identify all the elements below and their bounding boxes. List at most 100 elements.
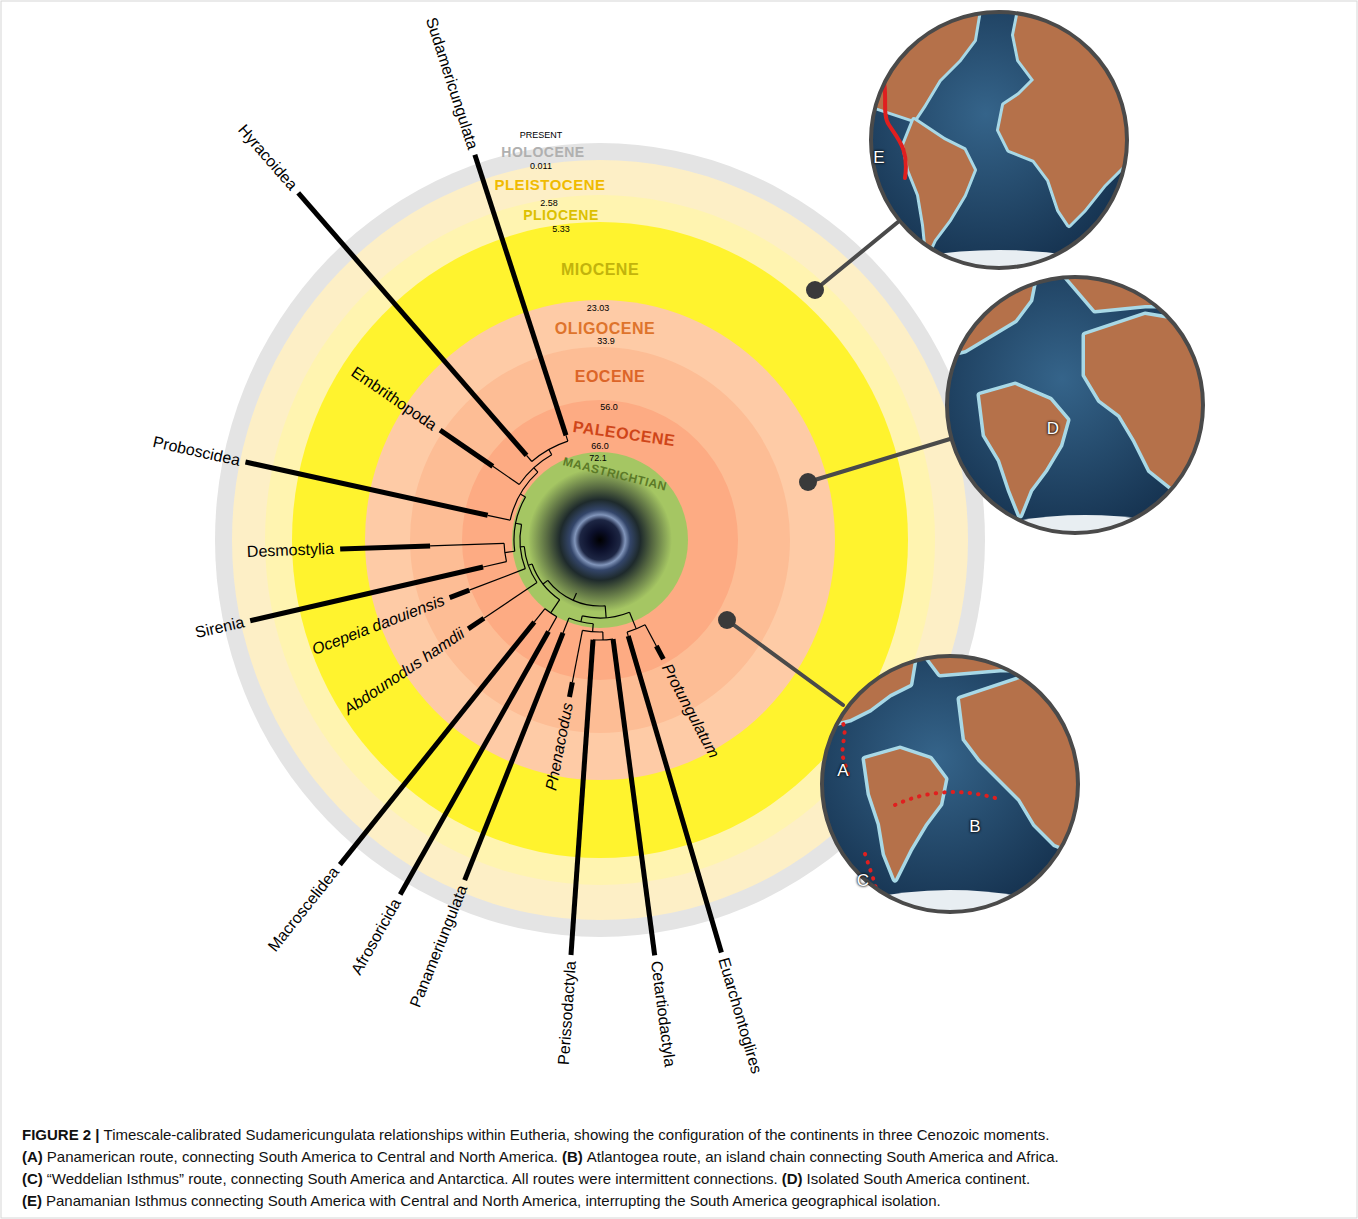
age-number: 72.1 bbox=[589, 454, 607, 463]
tree-branch bbox=[483, 562, 506, 567]
tree-branch bbox=[627, 632, 628, 636]
taxon-range-bar bbox=[340, 546, 430, 549]
caption-text: Panamerican route, connecting South Amer… bbox=[47, 1148, 558, 1165]
leader-dots bbox=[718, 281, 824, 629]
caption-key: FIGURE 2 | bbox=[22, 1126, 100, 1143]
age-number: 56.0 bbox=[600, 403, 618, 412]
tree-branch bbox=[528, 564, 532, 565]
caption-line: (E)Panamanian Isthmus connecting South A… bbox=[22, 1192, 941, 1210]
tree-branch bbox=[469, 569, 525, 591]
figure-caption: Timescale-calibrated Sudamericungulata r… bbox=[104, 1126, 1050, 1143]
taxon-label: Perissodactyla bbox=[555, 960, 578, 1065]
tree-branch bbox=[572, 630, 582, 682]
taxon-label: Protungulatum bbox=[659, 661, 722, 760]
age-number: 5.33 bbox=[552, 225, 570, 234]
tree-node-arc bbox=[545, 609, 557, 617]
age-number: 66.0 bbox=[591, 442, 609, 451]
tree-node-arc bbox=[504, 543, 506, 561]
caption-line: FIGURE 2 |Timescale-calibrated Sudameric… bbox=[22, 1126, 1049, 1144]
tree-branch bbox=[493, 466, 519, 484]
caption-key: (C) bbox=[22, 1170, 43, 1187]
caption-line: (A)Panamerican route, connecting South A… bbox=[22, 1148, 1059, 1166]
caption-key: (A) bbox=[22, 1148, 43, 1165]
caption-key: (B) bbox=[562, 1148, 583, 1165]
tree-branch bbox=[516, 523, 522, 524]
taxon-range-bar bbox=[298, 193, 526, 456]
taxon-label: Desmostylia bbox=[247, 541, 335, 560]
taxon-label: Proboscidea bbox=[151, 434, 241, 469]
epoch-label: PLEISTOCENE bbox=[494, 177, 605, 192]
epoch-label: PALEOCENE bbox=[572, 419, 676, 449]
tree-node-arc bbox=[520, 524, 525, 568]
tree-branch bbox=[605, 606, 607, 618]
globe-present bbox=[869, 10, 1129, 270]
tree-branch bbox=[543, 580, 548, 584]
age-number: 23.03 bbox=[587, 304, 610, 313]
map-callout-letter: B bbox=[969, 818, 980, 835]
tree-node-arc bbox=[593, 639, 613, 641]
tree-branch bbox=[548, 617, 556, 632]
taxon-range-bar bbox=[569, 682, 572, 697]
taxon-label: Embrithopoda bbox=[349, 364, 440, 434]
tree-branch bbox=[488, 515, 510, 520]
age-number: 0.011 bbox=[530, 162, 552, 171]
taxon-label: Phenacodus bbox=[543, 701, 576, 791]
taxon-label: Panameriungulata bbox=[407, 883, 470, 1010]
epoch-label: EOCENE bbox=[575, 369, 646, 385]
map-callout-letter: C bbox=[857, 872, 869, 889]
tree-node-arc bbox=[548, 580, 605, 606]
tree-branch bbox=[629, 612, 636, 629]
caption-text: Isolated South America continent. bbox=[807, 1170, 1030, 1187]
tree-branch bbox=[505, 551, 515, 552]
tree-node-arc bbox=[524, 546, 537, 582]
caption-text: “Weddelian Isthmus” route, connecting So… bbox=[47, 1170, 778, 1187]
epoch-label: HOLOCENE bbox=[501, 145, 584, 159]
taxon-label: Cetartiodactyla bbox=[648, 960, 678, 1068]
age-number: 33.9 bbox=[597, 337, 615, 346]
leader-lines bbox=[727, 222, 950, 705]
tree-node-arc bbox=[514, 497, 525, 551]
taxon-range-bar bbox=[571, 640, 593, 955]
caption-key: (E) bbox=[22, 1192, 42, 1209]
taxon-range-bar bbox=[475, 155, 566, 436]
tree-node-arc bbox=[582, 630, 602, 632]
caption-key: (D) bbox=[782, 1170, 803, 1187]
taxon-range-bar bbox=[250, 567, 483, 621]
tree-branch bbox=[592, 624, 594, 632]
epoch-label: MIOCENE bbox=[561, 262, 639, 278]
taxon-label: Sudamericungulata bbox=[423, 15, 481, 151]
map-callout-letter: D bbox=[1047, 420, 1059, 437]
taxon-label: Afrosoricida bbox=[349, 896, 404, 977]
tree-branch bbox=[534, 609, 545, 622]
epoch-label: OLIGOCENE bbox=[555, 321, 656, 337]
taxon-range-bar bbox=[440, 430, 493, 466]
map-callout-letter: A bbox=[837, 762, 848, 779]
globe-paleocene bbox=[820, 654, 1080, 914]
tree-root bbox=[573, 593, 576, 600]
taxon-range-bar bbox=[628, 636, 721, 953]
tree-node-arc bbox=[510, 472, 538, 520]
taxon-range-bar bbox=[245, 462, 487, 515]
taxon-range-bar bbox=[613, 639, 655, 955]
tree-node-arc bbox=[569, 618, 593, 624]
epoch-label: PLIOCENE bbox=[523, 208, 599, 222]
tree-branch bbox=[563, 618, 569, 633]
age-number: 2.58 bbox=[540, 199, 558, 208]
map-callout-letter: E bbox=[873, 149, 884, 166]
taxon-range-bar bbox=[656, 646, 663, 659]
tree-node-arc bbox=[627, 625, 645, 632]
tree-branch bbox=[551, 600, 560, 613]
taxon-label: Hyracoidea bbox=[235, 122, 300, 194]
tree-branch bbox=[549, 449, 552, 454]
epoch-label: MAASTRICHTIAN bbox=[562, 455, 668, 492]
tree-branch bbox=[520, 494, 525, 497]
caption-line: (C)“Weddelian Isthmus” route, connecting… bbox=[22, 1170, 1030, 1188]
tree-node-arc bbox=[582, 612, 629, 618]
tree-branch bbox=[430, 543, 504, 546]
tree-branch bbox=[534, 468, 538, 472]
tree-node-arc bbox=[532, 441, 568, 461]
taxon-range-bar bbox=[468, 618, 484, 629]
